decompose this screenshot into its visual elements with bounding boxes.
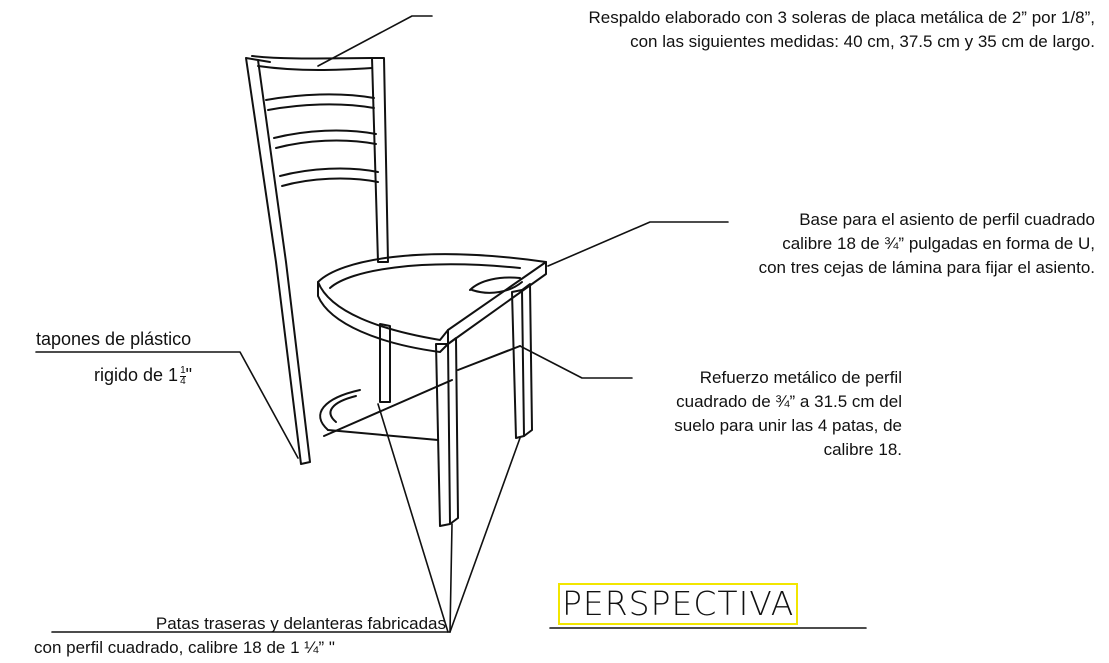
- left-back-post: [245, 57, 311, 465]
- reinforcement-note-line-2: cuadrado de ¾” a 31.5 cm del: [676, 392, 902, 411]
- legs-note-line-2: con perfil cuadrado, calibre 18 de 1 ¼” …: [34, 638, 335, 657]
- rear-left-leg: [379, 323, 391, 403]
- right-back-post: [371, 57, 389, 263]
- reinforcement-note-line-1: Refuerzo metálico de perfil: [699, 368, 902, 387]
- reinforcement-note: Refuerzo metálico de perfil cuadrado de …: [600, 366, 902, 462]
- front-right-leg: [511, 283, 533, 439]
- reinforcement-note-line-4: calibre 18.: [823, 440, 902, 459]
- reinforcement-note-line-3: suelo para unir las 4 patas, de: [674, 416, 902, 435]
- seat-frame: [317, 253, 547, 353]
- view-title: PERSPECTIVA: [558, 583, 799, 625]
- plastic-caps-size-suffix: ": [185, 365, 193, 385]
- backrest-note-line-1: Respaldo elaborado con 3 soleras de plac…: [588, 8, 1095, 27]
- leader-lines: [35, 15, 867, 633]
- plastic-caps-size-prefix: rigido de 1: [94, 365, 179, 385]
- plastic-caps-note-line-1: tapones de plástico: [36, 329, 192, 349]
- seat-base-note: Base para el asiento de perfil cuadrado …: [640, 208, 1095, 280]
- lower-stretcher: [319, 345, 521, 441]
- seat-base-note-line-1: Base para el asiento de perfil cuadrado: [799, 210, 1095, 229]
- front-left-leg: [435, 337, 459, 527]
- backrest-note: Respaldo elaborado con 3 soleras de plac…: [440, 6, 1095, 54]
- backrest-note-line-2: con las siguientes medidas: 40 cm, 37.5 …: [630, 32, 1095, 51]
- seat-base-note-line-2: calibre 18 de ¾” pulgadas en forma de U,: [782, 234, 1095, 253]
- backrest-slats: [251, 55, 379, 187]
- seat-base-note-line-3: con tres cejas de lámina para fijar el a…: [758, 258, 1095, 277]
- legs-note-line-1: Patas traseras y delanteras fabricadas: [155, 614, 446, 633]
